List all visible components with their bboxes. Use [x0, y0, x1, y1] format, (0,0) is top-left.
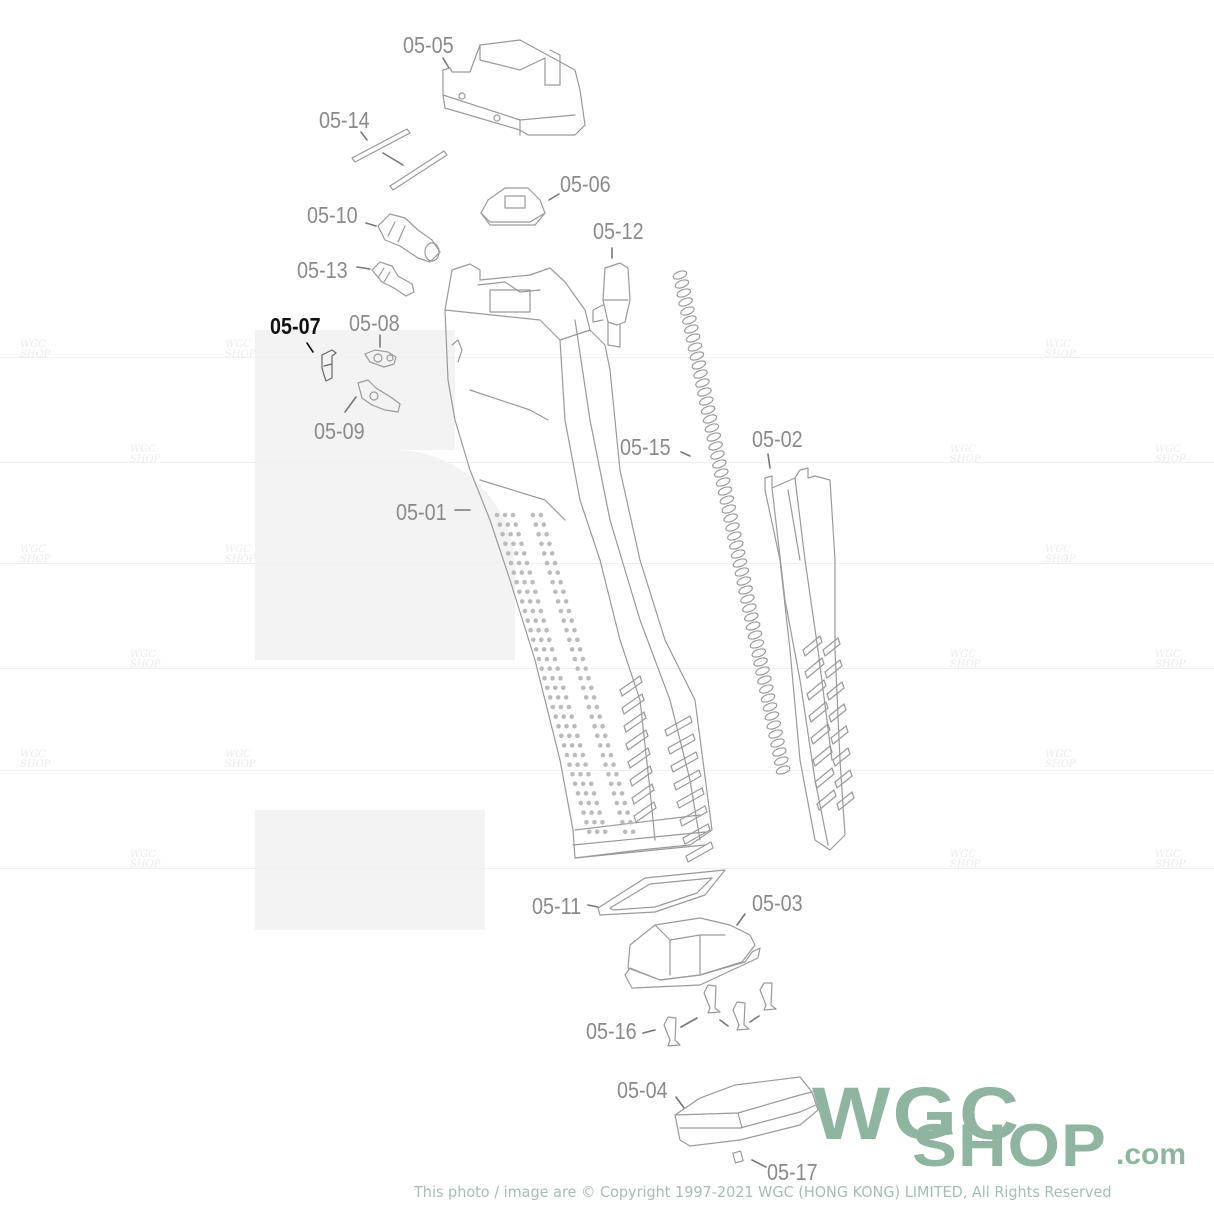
wgc-logo-line2: SHOP [912, 1112, 1107, 1179]
part-05-01-ribs [619, 675, 714, 863]
part-label-05-16: 05-16 [586, 1018, 637, 1044]
watermark-line [0, 563, 1214, 564]
part-05-04-shape [674, 1076, 819, 1147]
part-05-10-shape [377, 213, 441, 263]
part-label-05-09: 05-09 [314, 418, 365, 444]
part-label-05-05: 05-05 [403, 32, 454, 58]
leader-lines [306, 57, 771, 1168]
part-label-05-01: 05-01 [396, 499, 447, 525]
part-label-05-15: 05-15 [620, 434, 671, 460]
part-05-17-shape [732, 1150, 744, 1164]
watermark-line [0, 668, 1214, 669]
part-05-08-shape [364, 349, 397, 368]
part-05-02-shape [764, 467, 846, 851]
part-05-13-shape [371, 261, 415, 297]
part-label-05-13: 05-13 [297, 257, 348, 283]
part-label-05-11: 05-11 [532, 893, 582, 919]
part-05-15-shape [672, 270, 791, 775]
part-label-05-07: 05-07 [270, 313, 321, 339]
copyright-notice: This photo / image are © Copyright 1997-… [414, 1183, 1112, 1201]
part-05-14-shape [351, 128, 448, 191]
part-05-01-perforations [494, 512, 636, 835]
part-05-12-shape [592, 262, 631, 348]
part-label-05-02: 05-02 [752, 426, 803, 452]
part-label-05-03: 05-03 [752, 890, 803, 916]
background-watermark-shape [255, 810, 485, 930]
wgc-logo-line1: WGC [812, 1072, 1022, 1155]
part-label-05-06: 05-06 [560, 171, 611, 197]
background-watermark-shape [255, 450, 515, 660]
part-05-16-shape [663, 982, 777, 1047]
part-05-06-shape [480, 187, 546, 226]
part-label-05-08: 05-08 [349, 310, 400, 336]
part-label-05-12: 05-12 [593, 218, 644, 244]
part-label-05-14: 05-14 [319, 107, 370, 133]
part-label-05-17: 05-17 [767, 1159, 818, 1185]
part-label-05-10: 05-10 [307, 202, 358, 228]
part-05-03-shape [624, 917, 761, 989]
part-05-02-ribs [802, 635, 855, 811]
part-05-09-shape [357, 379, 401, 413]
watermark-line [0, 770, 1214, 771]
part-05-07-shape [321, 349, 337, 382]
wgc-logo-suffix: .com [1116, 1138, 1187, 1171]
background-watermark-shape [255, 330, 455, 450]
part-05-11-shape [597, 869, 726, 916]
part-05-05-shape [442, 39, 586, 136]
watermark-line [0, 868, 1214, 869]
watermark-line [0, 462, 1214, 463]
part-label-05-04: 05-04 [617, 1077, 668, 1103]
